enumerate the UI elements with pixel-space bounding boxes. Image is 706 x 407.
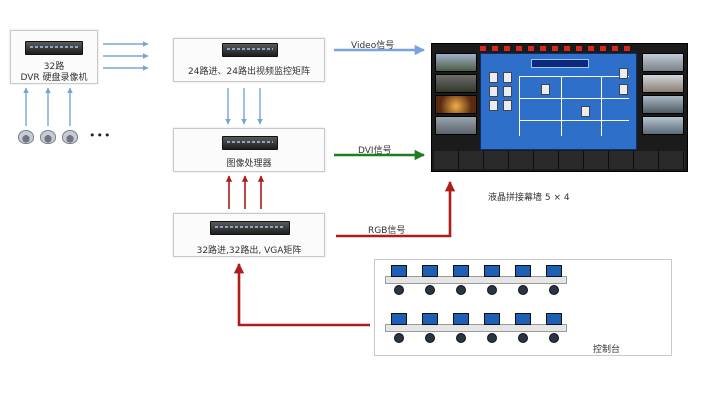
image-processor-label: 图像处理器: [226, 159, 272, 169]
image-processor-node: 图像处理器: [173, 128, 325, 172]
video-matrix-label: 24路进、24路出视频监控矩阵: [188, 67, 310, 77]
wall-camera-feed: [435, 53, 477, 72]
dome-camera-icon: [18, 130, 34, 144]
wall-camera-feed: [642, 53, 684, 72]
chair-icon: [549, 285, 559, 295]
chair-icon: [394, 285, 404, 295]
monitor-icon: [391, 313, 407, 325]
wall-camera-feed: [642, 95, 684, 114]
vga-matrix-label: 32路进,32路出, VGA矩阵: [196, 246, 302, 256]
monitor-icon: [515, 265, 531, 277]
console-to-vga-arrow: [233, 262, 370, 327]
more-cameras-ellipsis: •••: [89, 129, 112, 142]
monitor-icon: [515, 313, 531, 325]
monitor-icon: [484, 265, 500, 277]
dvr-device-icon: [25, 41, 83, 55]
wall-camera-feed: [435, 116, 477, 135]
wall-camera-feed: [642, 116, 684, 135]
wall-banner: [480, 46, 630, 51]
wall-camera-feed: [435, 74, 477, 93]
wall-scada-display: [480, 53, 637, 150]
video-signal-label: Video信号: [351, 41, 395, 51]
chair-icon: [518, 285, 528, 295]
monitor-icon: [453, 265, 469, 277]
dome-camera-icon: [40, 130, 56, 144]
control-console-picture: 控制台: [374, 259, 672, 356]
dvi-signal-label: DVI信号: [358, 146, 392, 156]
chair-icon: [456, 333, 466, 343]
chair-icon: [456, 285, 466, 295]
video-wall-picture: [431, 43, 688, 172]
rgb-signal-arrow: [336, 180, 456, 238]
rgb-signal-label: RGB信号: [368, 226, 406, 236]
chair-icon: [518, 333, 528, 343]
video-matrix-node: 24路进、24路出视频监控矩阵: [173, 38, 325, 82]
chair-icon: [549, 333, 559, 343]
console-desk: [385, 324, 567, 332]
chair-icon: [394, 333, 404, 343]
dvr-label-line2: DVR 硬盘录像机: [20, 73, 88, 83]
dvr-node: 32路 DVR 硬盘录像机: [10, 30, 98, 84]
dvr-label-line1: 32路: [43, 62, 65, 72]
monitor-icon: [422, 265, 438, 277]
wall-bottom-panels: [434, 151, 685, 169]
wall-camera-feed: [642, 74, 684, 93]
monitor-icon: [422, 313, 438, 325]
vga-matrix-device-icon: [210, 221, 290, 235]
chair-icon: [425, 333, 435, 343]
monitor-icon: [484, 313, 500, 325]
video-wall-label: 液晶拼接幕墙 5 × 4: [488, 193, 570, 203]
scada-title-bar: [531, 59, 589, 68]
chair-icon: [487, 285, 497, 295]
chair-icon: [487, 333, 497, 343]
image-processor-device-icon: [222, 136, 278, 150]
chair-icon: [425, 285, 435, 295]
control-console-label: 控制台: [593, 345, 621, 355]
monitor-icon: [453, 313, 469, 325]
console-desk: [385, 276, 567, 284]
vga-matrix-node: 32路进,32路出, VGA矩阵: [173, 213, 325, 257]
wall-camera-feed: [435, 95, 477, 114]
monitor-icon: [546, 313, 562, 325]
dome-camera-icon: [62, 130, 78, 144]
monitor-icon: [546, 265, 562, 277]
monitor-icon: [391, 265, 407, 277]
video-matrix-device-icon: [222, 43, 278, 57]
